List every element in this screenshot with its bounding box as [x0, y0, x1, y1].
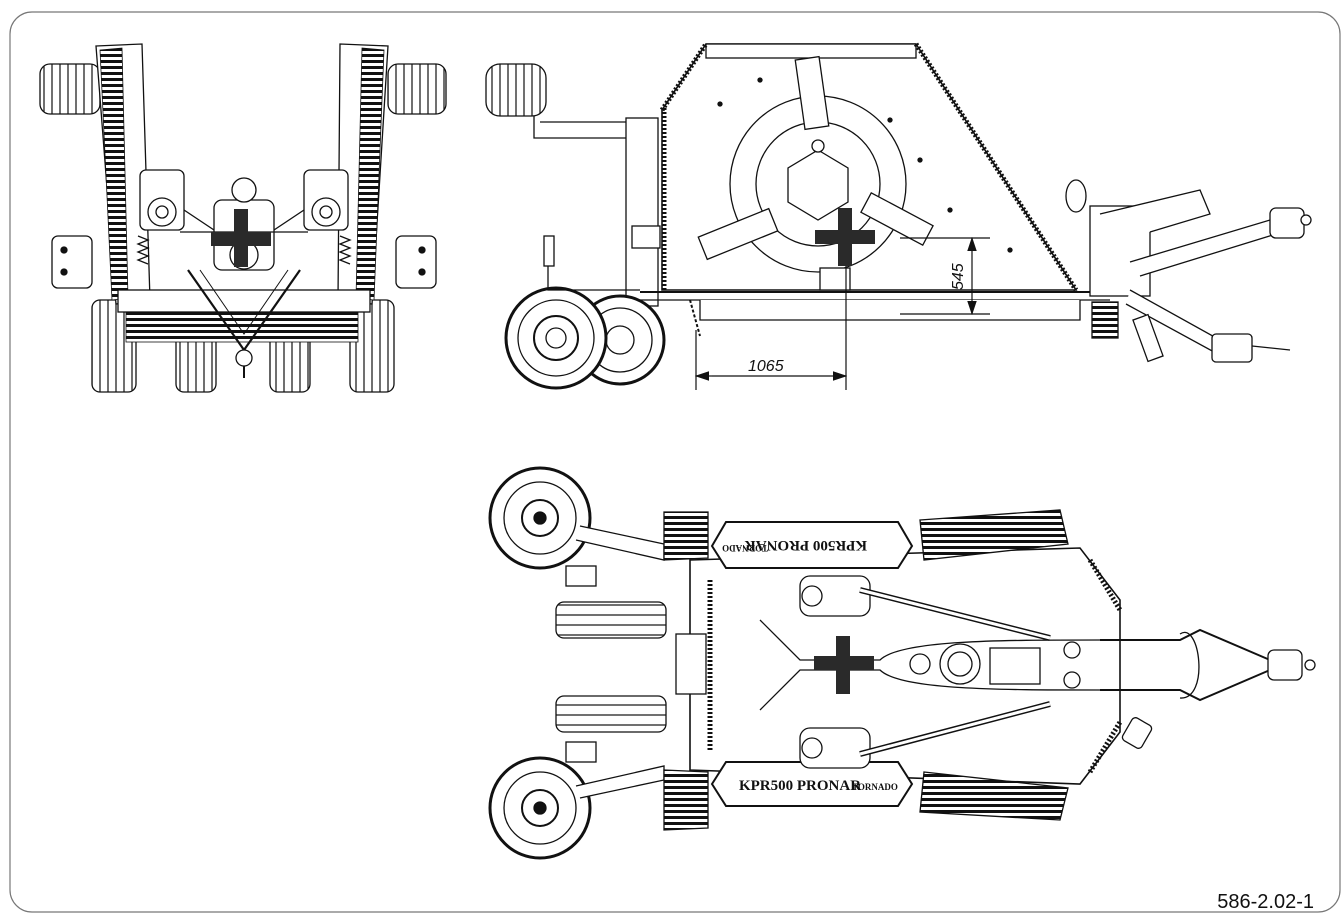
dimension-horizontal-label: 1065	[748, 358, 784, 375]
brand-tag-top: TORNADO	[722, 543, 768, 553]
top-view-ribbed-wheel-2	[555, 695, 667, 733]
side-view	[485, 42, 1312, 390]
front-view-frame	[117, 289, 371, 313]
center-of-gravity-front	[211, 209, 271, 267]
side-view-top-wheel	[485, 63, 547, 117]
drawing-reference-number: 586-2.02-1	[1217, 891, 1314, 913]
center-of-gravity-top	[814, 636, 874, 694]
top-view-deck	[689, 547, 1121, 785]
dimension-vertical-label: 545	[950, 263, 967, 290]
brand-tag-bottom: TORNADO	[852, 782, 898, 792]
front-view-top-wheel-right	[387, 63, 447, 115]
front-view-top-wheel-left	[39, 63, 101, 115]
dimension-horizontal	[694, 262, 848, 390]
brand-text-bottom: KPR500 PRONAR	[739, 778, 861, 794]
top-view-brand-plate-bottom	[710, 761, 914, 807]
top-view-brand-plate-top	[710, 521, 914, 569]
brand-text-top: KPR500 PRONAR	[745, 537, 867, 553]
page-border	[9, 11, 1341, 913]
top-view	[488, 466, 1316, 860]
center-of-gravity-side	[815, 208, 875, 266]
dimension-vertical	[900, 236, 990, 316]
top-view-ribbed-wheel-1	[555, 601, 667, 639]
